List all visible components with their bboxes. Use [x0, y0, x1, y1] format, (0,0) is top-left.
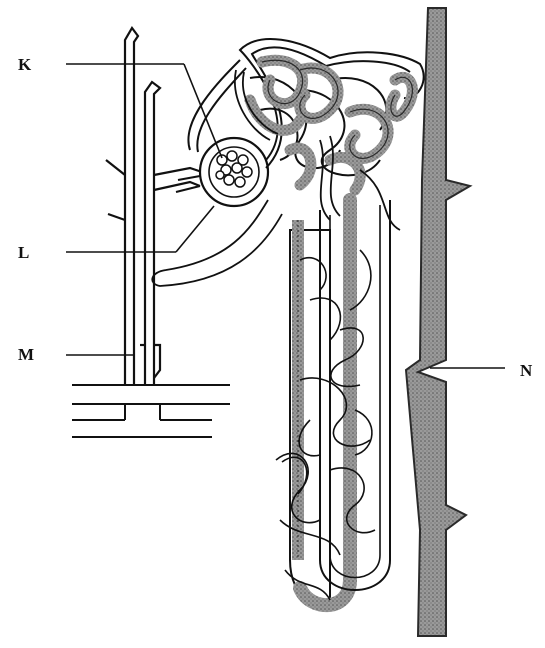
base-lines	[72, 385, 230, 437]
loop-of-henle	[290, 200, 390, 605]
label-m: M	[18, 346, 34, 363]
capillary-network	[250, 60, 412, 190]
label-k: K	[18, 56, 31, 73]
label-l: L	[18, 244, 29, 261]
label-n: N	[520, 362, 532, 379]
leader-k-diag	[184, 64, 222, 158]
branching-tubes-m	[106, 28, 202, 385]
leader-l-diag	[176, 206, 214, 252]
